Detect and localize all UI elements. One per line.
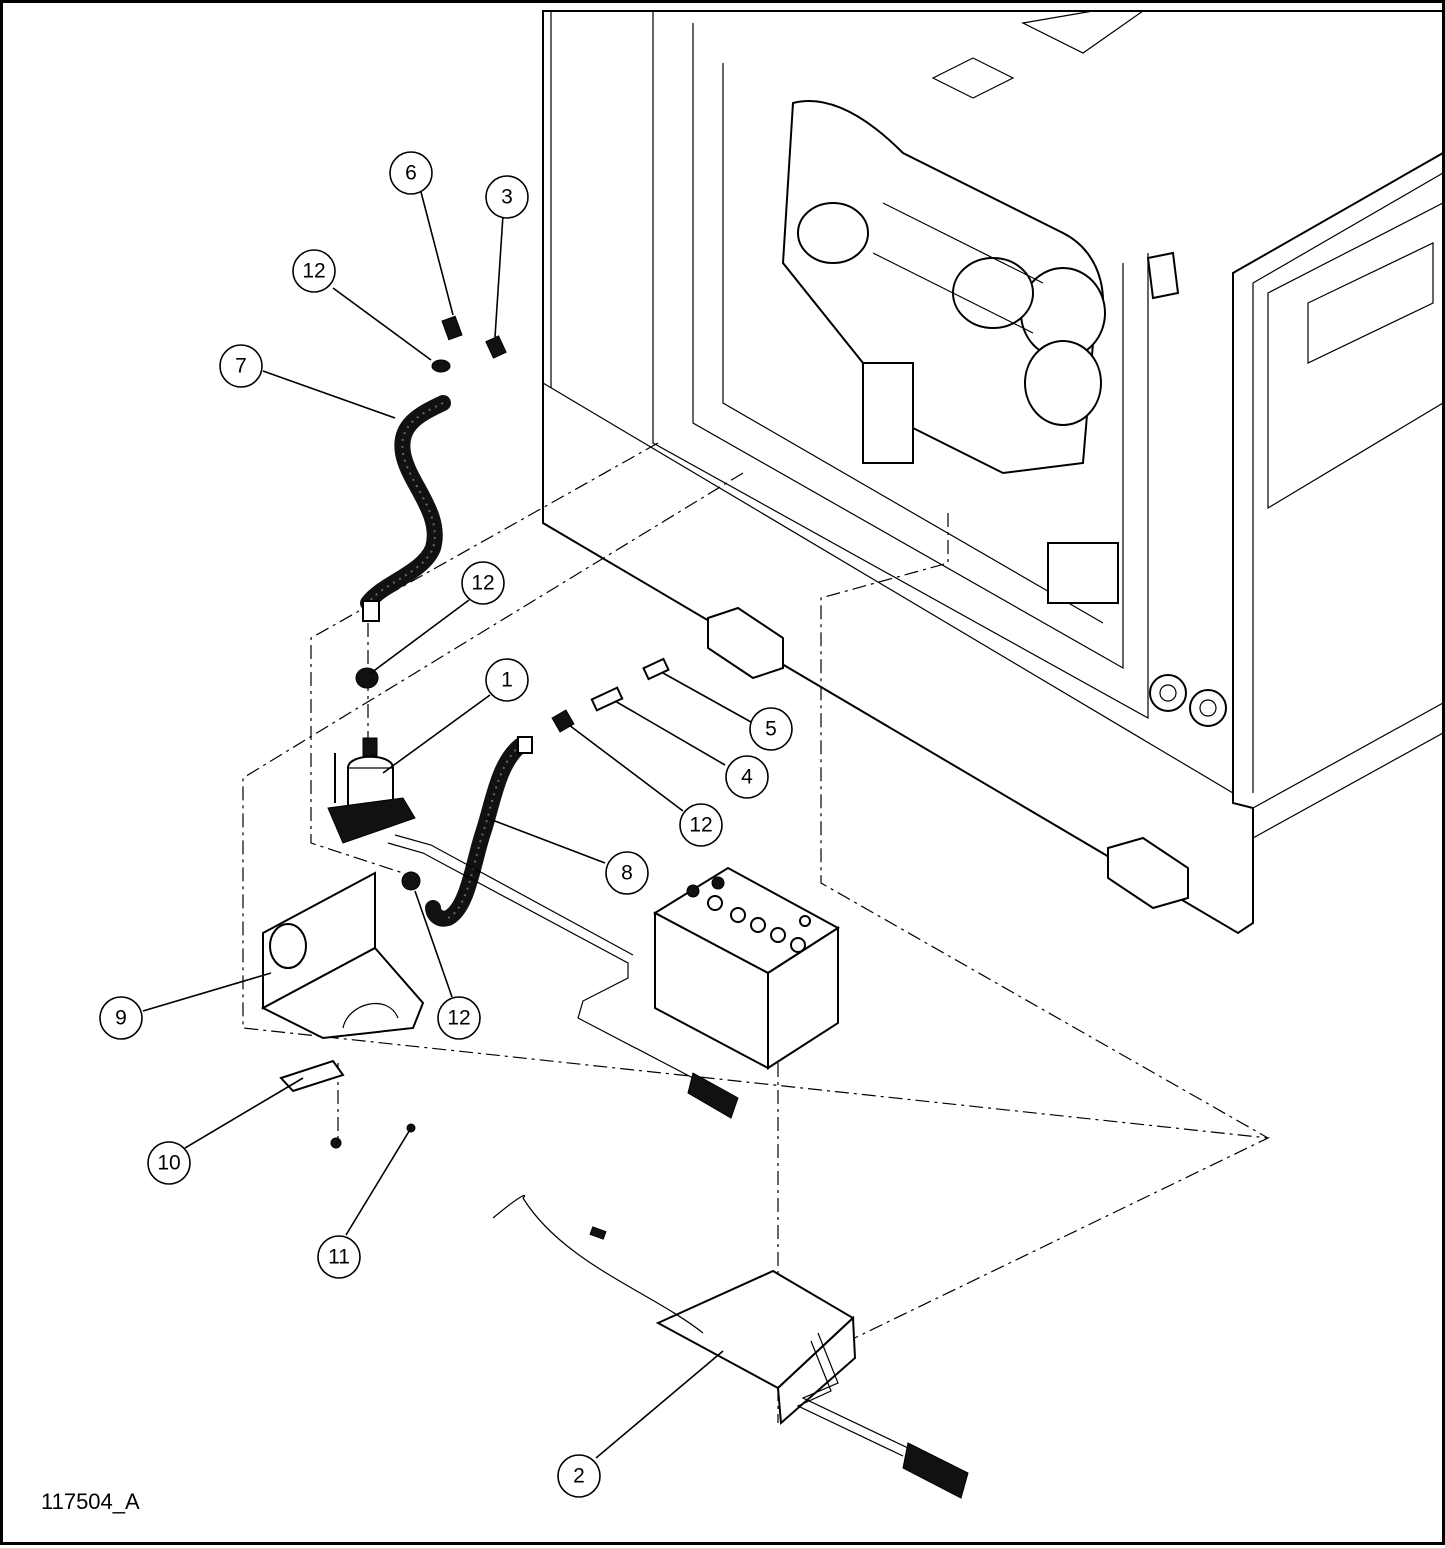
outlet-sockets [1149,674,1227,727]
callout-6: 6 [389,151,433,195]
battery [652,866,840,1070]
callout-7: 7 [219,344,263,388]
svg-text:12: 12 [689,814,712,837]
callout-8: 8 [605,851,649,895]
svg-text:9: 9 [115,1007,127,1030]
mounting-bracket [260,871,425,1040]
top-fittings [431,315,507,373]
battery-heater-pad [492,1194,969,1499]
right-fittings [401,657,670,891]
fuel-filter [327,737,416,844]
callout-9: 9 [99,996,143,1040]
callout-3: 3 [485,175,529,219]
svg-text:8: 8 [621,862,633,885]
callout-11: 11 [317,1235,361,1279]
svg-text:12: 12 [447,1007,470,1030]
callout-5: 5 [749,707,793,751]
fuel-hose-upper [360,395,451,622]
callout-12-a: 12 [292,249,336,293]
svg-text:6: 6 [405,162,417,185]
hose-clamp-mid [355,667,379,689]
callout-12-c: 12 [679,803,723,847]
callout-10: 10 [147,1141,191,1185]
callout-2: 2 [557,1454,601,1498]
svg-text:12: 12 [471,572,494,595]
svg-text:2: 2 [573,1465,585,1488]
leader-lines [142,191,752,1459]
callout-12-b: 12 [461,561,505,605]
svg-text:12: 12 [302,260,325,283]
clip-and-hardware [279,1059,416,1149]
svg-text:10: 10 [157,1152,180,1175]
svg-text:4: 4 [741,766,753,789]
exploded-parts-diagram: 1 2 3 4 5 6 7 8 9 10 11 12 [99,10,1444,1499]
svg-text:1: 1 [501,669,513,692]
fuel-line-tube [387,834,739,1119]
svg-text:3: 3 [501,186,513,209]
svg-text:7: 7 [235,355,247,378]
callout-12-d: 12 [437,996,481,1040]
svg-text:5: 5 [765,718,777,741]
callout-4: 4 [725,755,769,799]
drawing-number: 117504_A [41,1489,140,1514]
engine-silhouette [781,100,1119,604]
svg-text:11: 11 [328,1246,350,1269]
callout-1: 1 [485,658,529,702]
generator-enclosure [542,10,1444,935]
